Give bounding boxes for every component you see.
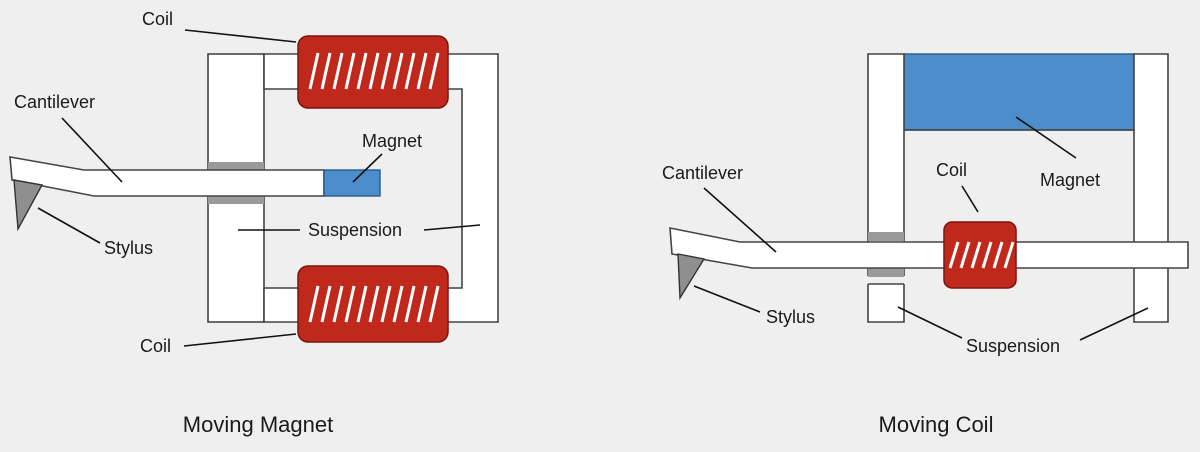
suspension-upper xyxy=(208,162,264,170)
pointer-magnet xyxy=(1015,116,1077,159)
coil-turn xyxy=(970,241,982,269)
stylus xyxy=(13,179,44,232)
label-coil: Coil xyxy=(936,160,967,180)
coil-bottom-winding xyxy=(308,285,440,323)
coil-winding xyxy=(948,241,1015,269)
coil-turn xyxy=(416,285,428,323)
pointer-coil-bottom xyxy=(183,333,297,347)
stylus xyxy=(677,253,706,301)
cantilever xyxy=(669,227,1189,269)
coil-turn xyxy=(356,285,368,323)
coil-turn xyxy=(948,241,960,269)
coil-turn xyxy=(368,52,380,90)
coil-turn xyxy=(356,52,368,90)
coil xyxy=(943,221,1017,289)
coil-turn xyxy=(959,241,971,269)
coil-turn xyxy=(368,285,380,323)
caption-moving-coil: Moving Coil xyxy=(879,412,994,437)
label-coil-bottom: Coil xyxy=(140,336,171,356)
coil-turn xyxy=(428,52,440,90)
pointer-coil-top xyxy=(184,29,297,43)
coil-turn xyxy=(992,241,1004,269)
moving-coil-diagram: Cantilever Coil Magnet Stylus Suspension… xyxy=(662,53,1189,437)
coil-turn xyxy=(981,241,993,269)
moving-magnet-diagram: Coil Cantilever Magnet Suspension Stylus… xyxy=(9,9,499,437)
label-stylus: Stylus xyxy=(766,307,815,327)
label-stylus: Stylus xyxy=(104,238,153,258)
magnet xyxy=(323,169,381,197)
coil-turn xyxy=(392,52,404,90)
coil-turn xyxy=(416,52,428,90)
cantilever xyxy=(9,156,325,197)
pointer-suspension-left xyxy=(897,306,963,339)
coil-top-winding xyxy=(308,52,440,90)
pointer-suspension-right xyxy=(1079,307,1149,341)
label-coil-top: Coil xyxy=(142,9,173,29)
label-magnet: Magnet xyxy=(1040,170,1100,190)
pointer-coil xyxy=(961,185,979,213)
pointer-cantilever xyxy=(61,117,123,183)
coil-turn xyxy=(404,285,416,323)
caption-moving-magnet: Moving Magnet xyxy=(183,412,333,437)
post-gap xyxy=(866,276,906,284)
label-suspension: Suspension xyxy=(966,336,1060,356)
coil-turn xyxy=(428,285,440,323)
suspension-upper xyxy=(868,232,904,241)
pointer-magnet xyxy=(352,153,383,183)
suspension-lower xyxy=(208,196,264,204)
coil-turn xyxy=(320,285,332,323)
label-magnet: Magnet xyxy=(362,131,422,151)
coil-turn xyxy=(380,52,392,90)
coil-turn xyxy=(344,285,356,323)
pointer-cantilever xyxy=(703,187,777,253)
suspension-lower xyxy=(868,268,904,277)
frame-yoke xyxy=(867,53,1169,323)
magnet-block xyxy=(903,53,1135,131)
coil-turn xyxy=(344,52,356,90)
coil-turn xyxy=(392,285,404,323)
label-cantilever: Cantilever xyxy=(14,92,95,112)
coil-turn xyxy=(332,285,344,323)
coil-turn xyxy=(320,52,332,90)
label-suspension: Suspension xyxy=(308,220,402,240)
coil-turn xyxy=(1003,241,1015,269)
pointer-stylus xyxy=(693,285,761,313)
pointer-suspension-right xyxy=(423,224,481,231)
coil-turn xyxy=(308,285,320,323)
coil-turn xyxy=(308,52,320,90)
coil-turn xyxy=(404,52,416,90)
pointer-stylus xyxy=(37,207,101,244)
coil-turn xyxy=(332,52,344,90)
label-cantilever: Cantilever xyxy=(662,163,743,183)
coil-turn xyxy=(380,285,392,323)
